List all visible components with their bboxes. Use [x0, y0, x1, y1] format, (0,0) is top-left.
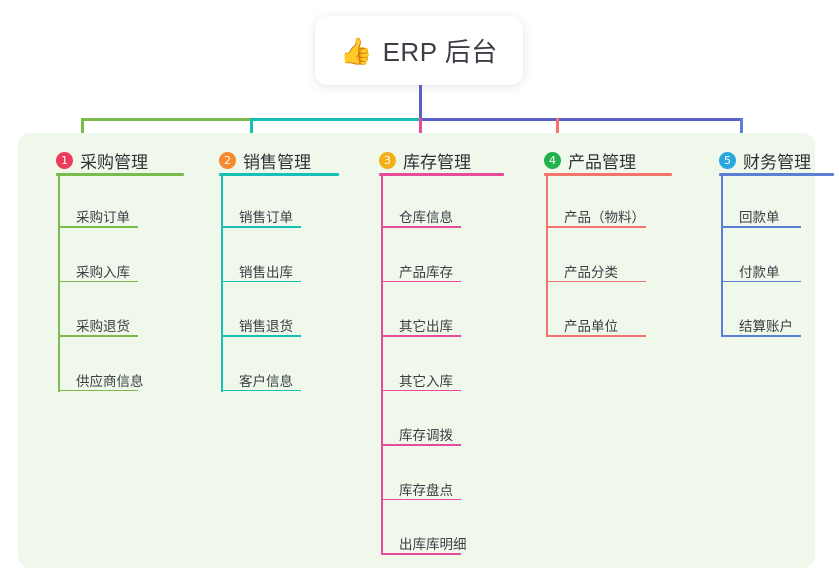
leaf-item-label[interactable]: 采购订单 — [76, 210, 130, 225]
stub-down-2 — [250, 118, 253, 140]
leaf-item-underline — [381, 498, 461, 500]
leaf-item-label[interactable]: 产品分类 — [564, 264, 618, 280]
leaf-item-label[interactable]: 销售订单 — [239, 210, 293, 225]
branch-title-1: 采购管理 — [80, 152, 148, 172]
stub-down-5 — [740, 118, 743, 140]
leaf-item-underline — [58, 389, 138, 391]
leaf-item-label[interactable]: 产品单位 — [564, 319, 618, 334]
leaf-item-underline — [381, 444, 461, 446]
branch-header-1[interactable]: 1 采购管理 — [56, 143, 148, 177]
branch-trunk-3 — [381, 176, 383, 555]
leaf-item-underline — [381, 280, 461, 282]
leaf-item-label[interactable]: 销售出库 — [239, 264, 293, 280]
leaf-item-underline — [58, 335, 138, 337]
branch-header-4[interactable]: 4 产品管理 — [544, 143, 636, 177]
branch-title-3: 库存管理 — [403, 152, 471, 172]
branch-header-3[interactable]: 3 库存管理 — [379, 143, 471, 177]
leaf-item-underline — [381, 335, 461, 337]
branch-number-badge-2: 2 — [219, 151, 236, 169]
branch-number-badge-5: 5 — [719, 151, 736, 169]
branch-number-badge-4: 4 — [544, 151, 561, 169]
leaf-item-underline — [381, 389, 461, 391]
leaf-item-label[interactable]: 销售退货 — [239, 319, 293, 334]
bus-teal — [250, 118, 421, 121]
leaf-item-label[interactable]: 其它出库 — [399, 319, 453, 334]
branch-header-2[interactable]: 2 销售管理 — [219, 143, 311, 177]
stub-down-3 — [419, 118, 422, 140]
leaf-item-label[interactable]: 仓库信息 — [399, 210, 453, 225]
branch-underline-2 — [219, 173, 339, 176]
leaf-item-label[interactable]: 结算账户 — [739, 319, 793, 334]
branch-header-5[interactable]: 5 财务管理 — [719, 143, 811, 177]
branch-title-2: 销售管理 — [243, 152, 311, 172]
branch-title-5: 财务管理 — [743, 152, 811, 172]
bus-green — [81, 118, 252, 121]
branch-underline-3 — [379, 173, 504, 176]
branch-number-badge-1: 1 — [56, 151, 73, 169]
leaf-item-label[interactable]: 库存盘点 — [399, 482, 453, 498]
page-title: ERP 后台 — [382, 37, 498, 67]
leaf-item-underline — [381, 553, 461, 555]
leaf-item-underline — [221, 335, 301, 337]
leaf-item-underline — [721, 335, 801, 337]
stem-vertical — [419, 85, 422, 121]
leaf-item-label[interactable]: 付款单 — [739, 264, 780, 280]
leaf-item-label[interactable]: 库存调拨 — [399, 428, 453, 443]
leaf-item-label[interactable]: 供应商信息 — [76, 373, 144, 389]
branch-underline-1 — [56, 173, 184, 176]
leaf-item-label[interactable]: 回款单 — [739, 210, 780, 225]
leaf-item-underline — [546, 226, 646, 228]
leaf-item-underline — [58, 280, 138, 282]
leaf-item-label[interactable]: 产品（物料） — [564, 210, 645, 225]
leaf-item-label[interactable]: 出库库明细 — [399, 537, 467, 552]
leaf-item-label[interactable]: 其它入库 — [399, 373, 453, 389]
stub-down-1 — [81, 118, 84, 140]
leaf-item-underline — [58, 226, 138, 228]
branch-title-4: 产品管理 — [568, 152, 636, 172]
thumbs-up-icon: 👍 — [340, 35, 373, 66]
root-node-card[interactable]: 👍 ERP 后台 — [315, 16, 523, 85]
stub-down-4 — [556, 118, 559, 140]
leaf-item-underline — [221, 280, 301, 282]
leaf-item-label[interactable]: 客户信息 — [239, 373, 293, 389]
branch-trunk-2 — [221, 176, 223, 392]
leaf-item-underline — [221, 389, 301, 391]
leaf-item-underline — [221, 226, 301, 228]
leaf-item-label[interactable]: 采购入库 — [76, 264, 130, 280]
branch-underline-4 — [544, 173, 672, 176]
bus-indigo — [419, 118, 742, 121]
branch-underline-5 — [719, 173, 834, 176]
leaf-item-label[interactable]: 采购退货 — [76, 319, 130, 334]
leaf-item-label[interactable]: 产品库存 — [399, 264, 453, 280]
branch-trunk-1 — [58, 176, 60, 392]
branch-trunk-5 — [721, 176, 723, 337]
leaf-item-underline — [721, 226, 801, 228]
leaf-item-underline — [721, 280, 801, 282]
leaf-item-underline — [381, 226, 461, 228]
branches-panel: 1 采购管理采购订单采购入库采购退货供应商信息 2 销售管理销售订单销售出库销售退货客… — [18, 133, 834, 568]
leaf-item-underline — [546, 280, 646, 282]
leaf-item-underline — [546, 335, 646, 337]
branch-trunk-4 — [546, 176, 548, 337]
branch-number-badge-3: 3 — [379, 151, 396, 169]
